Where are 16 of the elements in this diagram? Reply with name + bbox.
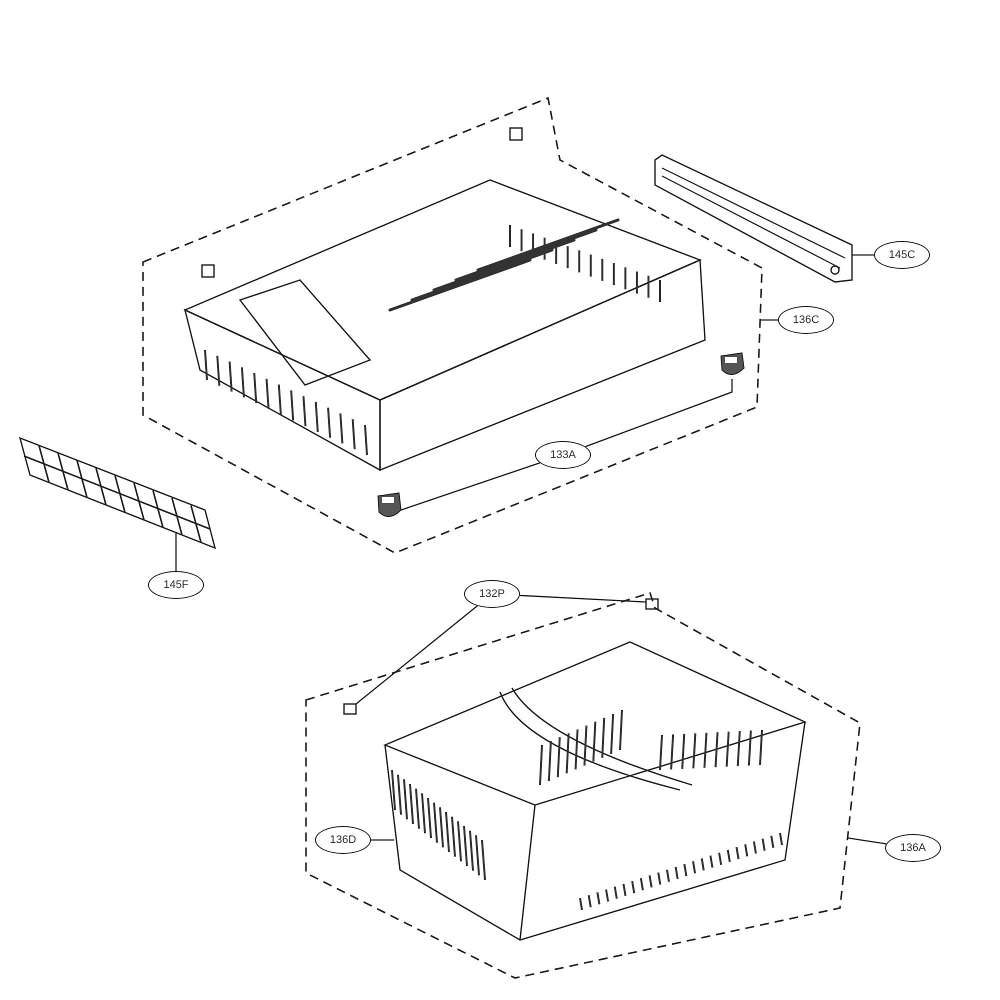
- leader-line: [520, 594, 646, 603]
- callout-number: 136C: [778, 306, 834, 334]
- leader-line: [585, 379, 733, 448]
- leader-line: [848, 837, 886, 845]
- callout-number: 145F: [148, 571, 204, 599]
- callout-number: 133A: [535, 441, 591, 469]
- leader-line: [356, 605, 478, 704]
- leader-line: [175, 533, 177, 571]
- leader-line: [760, 319, 778, 321]
- leader-line: [400, 462, 540, 511]
- leader-line: [371, 839, 394, 841]
- callout-number: 136D: [315, 826, 371, 854]
- leader-line: [852, 254, 874, 256]
- callout-number: 136A: [885, 834, 941, 862]
- callout-number: 132P: [464, 580, 520, 608]
- callout-number: 145C: [874, 241, 930, 269]
